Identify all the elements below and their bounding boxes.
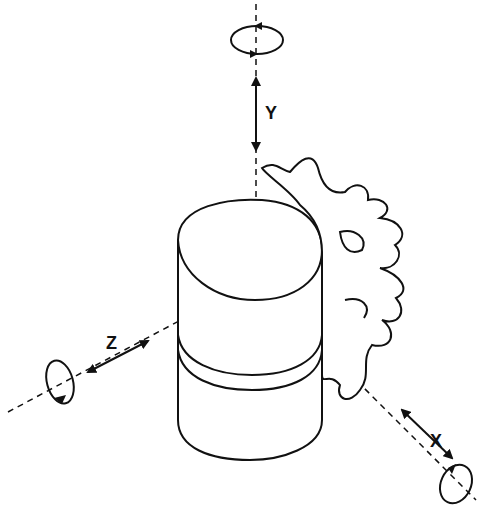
z-translation-arrow [88, 341, 148, 372]
y-rotation [231, 26, 283, 54]
posterior-elements [262, 158, 403, 399]
z-rotation [42, 357, 79, 406]
axis-label: X [430, 432, 442, 450]
vertebral-body [178, 200, 322, 460]
x-rotation [434, 460, 478, 506]
y-translation-arrow [255, 78, 257, 150]
axis-label: Y [265, 104, 277, 122]
axis-label: Z [106, 334, 117, 352]
x-translation-arrow [402, 410, 452, 458]
